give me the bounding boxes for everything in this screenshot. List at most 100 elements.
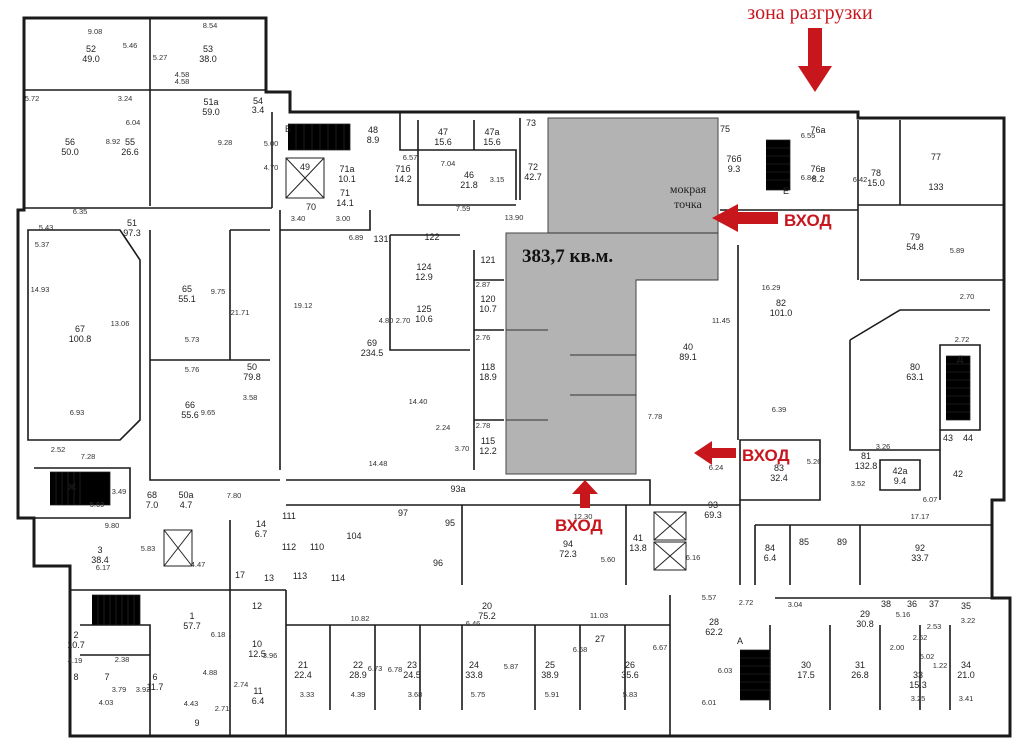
room-area: 63.1 bbox=[906, 372, 924, 382]
room-area: 38.4 bbox=[91, 555, 109, 565]
room-number: 76б bbox=[726, 154, 741, 164]
svg-text:2.70: 2.70 bbox=[960, 292, 975, 301]
svg-text:4.43: 4.43 bbox=[184, 699, 199, 708]
svg-text:5.46: 5.46 bbox=[123, 41, 138, 50]
room-area: 69.3 bbox=[704, 510, 722, 520]
entrance-label[interactable]: ВХОД bbox=[784, 211, 832, 230]
room-number: 111 bbox=[282, 511, 296, 521]
svg-text:5.73: 5.73 bbox=[185, 335, 200, 344]
room-number: 83 bbox=[774, 463, 784, 473]
svg-text:6.55: 6.55 bbox=[801, 131, 816, 140]
svg-text:2.00: 2.00 bbox=[890, 643, 905, 652]
svg-text:12.30: 12.30 bbox=[574, 512, 593, 521]
svg-text:6.39: 6.39 bbox=[772, 405, 787, 414]
room-number: 55 bbox=[125, 137, 135, 147]
svg-text:9.28: 9.28 bbox=[218, 138, 233, 147]
room-area: 10.7 bbox=[479, 304, 497, 314]
room-area: 30.8 bbox=[856, 619, 874, 629]
entrance-label[interactable]: ВХОД bbox=[742, 446, 790, 465]
room-number: 23 bbox=[407, 660, 417, 670]
room-number: 82 bbox=[776, 298, 786, 308]
room-number: 73 bbox=[526, 118, 536, 128]
room-number: 9 bbox=[194, 718, 199, 728]
room-number: 95 bbox=[445, 518, 455, 528]
svg-text:3.92: 3.92 bbox=[136, 685, 151, 694]
elevators bbox=[163, 157, 687, 571]
room-number: 110 bbox=[310, 542, 324, 552]
svg-text:3.68: 3.68 bbox=[408, 690, 423, 699]
room-area: 15.6 bbox=[483, 137, 501, 147]
room-number: 21 bbox=[298, 660, 308, 670]
room-number: 77 bbox=[931, 152, 941, 162]
svg-text:7.78: 7.78 bbox=[648, 412, 663, 421]
room-number: 42 bbox=[953, 469, 963, 479]
letter-labels: Б Е Д Ж А bbox=[68, 124, 963, 646]
svg-text:2.70: 2.70 bbox=[396, 316, 411, 325]
room-number: 40 bbox=[683, 342, 693, 352]
room-area: 89.1 bbox=[679, 352, 697, 362]
room-number: 24 bbox=[469, 660, 479, 670]
room-number: 41 bbox=[633, 533, 643, 543]
svg-text:2.53: 2.53 bbox=[927, 622, 942, 631]
svg-text:52: 52 bbox=[86, 44, 96, 54]
stairs bbox=[50, 123, 971, 701]
room-area: 32.4 bbox=[770, 473, 788, 483]
room-area: 33.8 bbox=[465, 670, 483, 680]
svg-text:3.52: 3.52 bbox=[851, 479, 866, 488]
svg-text:6.07: 6.07 bbox=[923, 495, 938, 504]
svg-text:1.22: 1.22 bbox=[933, 661, 948, 670]
svg-text:5.27: 5.27 bbox=[153, 53, 168, 62]
svg-text:2.38: 2.38 bbox=[115, 655, 130, 664]
room-number: 71б bbox=[395, 164, 410, 174]
room-number: 47 bbox=[438, 127, 448, 137]
room-area: 10.6 bbox=[415, 314, 433, 324]
room-number: 46 bbox=[464, 170, 474, 180]
room-number: 27 bbox=[595, 634, 605, 644]
svg-text:2.72: 2.72 bbox=[739, 598, 754, 607]
room-area: 9.3 bbox=[728, 164, 741, 174]
svg-text:3.40: 3.40 bbox=[291, 214, 306, 223]
svg-text:2.74: 2.74 bbox=[234, 680, 249, 689]
room-area: 57.7 bbox=[183, 621, 201, 631]
room-area: 3.4 bbox=[252, 105, 265, 115]
room-number: 6 bbox=[152, 672, 157, 682]
unloading-zone-label: зона разгрузки bbox=[747, 2, 873, 24]
svg-text:3.26: 3.26 bbox=[876, 442, 891, 451]
room-number: 8 bbox=[73, 672, 78, 682]
room-number: 120 bbox=[480, 294, 495, 304]
svg-text:2.72: 2.72 bbox=[955, 335, 970, 344]
wet-point-label: точка bbox=[674, 197, 702, 211]
svg-text:11.03: 11.03 bbox=[590, 611, 608, 620]
svg-text:5.60: 5.60 bbox=[601, 555, 616, 564]
svg-text:4.58: 4.58 bbox=[175, 70, 190, 79]
svg-text:3.49: 3.49 bbox=[112, 487, 127, 496]
entrance-label[interactable]: ВХОД bbox=[555, 516, 603, 535]
svg-text:21.71: 21.71 bbox=[231, 308, 250, 317]
svg-text:4.47: 4.47 bbox=[191, 560, 206, 569]
room-area: 75.2 bbox=[478, 611, 496, 621]
room-area: 6.4 bbox=[764, 553, 777, 563]
room-number: 14 bbox=[256, 519, 266, 529]
svg-text:4.88: 4.88 bbox=[203, 668, 218, 677]
svg-text:14.40: 14.40 bbox=[409, 397, 428, 406]
room-number: 43 bbox=[943, 433, 953, 443]
room-area: 7.0 bbox=[146, 500, 159, 510]
room-area: 42.7 bbox=[524, 172, 542, 182]
room-number: 71а bbox=[339, 164, 354, 174]
svg-text:2.76: 2.76 bbox=[476, 333, 491, 342]
room-area: 18.9 bbox=[479, 372, 497, 382]
svg-text:14.93: 14.93 bbox=[31, 285, 50, 294]
svg-text:5.26: 5.26 bbox=[807, 457, 822, 466]
svg-text:3.25: 3.25 bbox=[911, 694, 926, 703]
room-area: 72.3 bbox=[559, 549, 577, 559]
room-area: 49.0 bbox=[82, 54, 100, 64]
room-area: 15.0 bbox=[867, 178, 885, 188]
room-area: 9.4 bbox=[894, 476, 907, 486]
room-area: 101.0 bbox=[770, 308, 793, 318]
room-number: 85 bbox=[799, 537, 809, 547]
room-area: 97.3 bbox=[123, 228, 141, 238]
svg-text:4.70: 4.70 bbox=[264, 163, 279, 172]
svg-text:9.08: 9.08 bbox=[88, 27, 103, 36]
room-number: 38 bbox=[881, 599, 891, 609]
room-area: 79.8 bbox=[243, 372, 261, 382]
